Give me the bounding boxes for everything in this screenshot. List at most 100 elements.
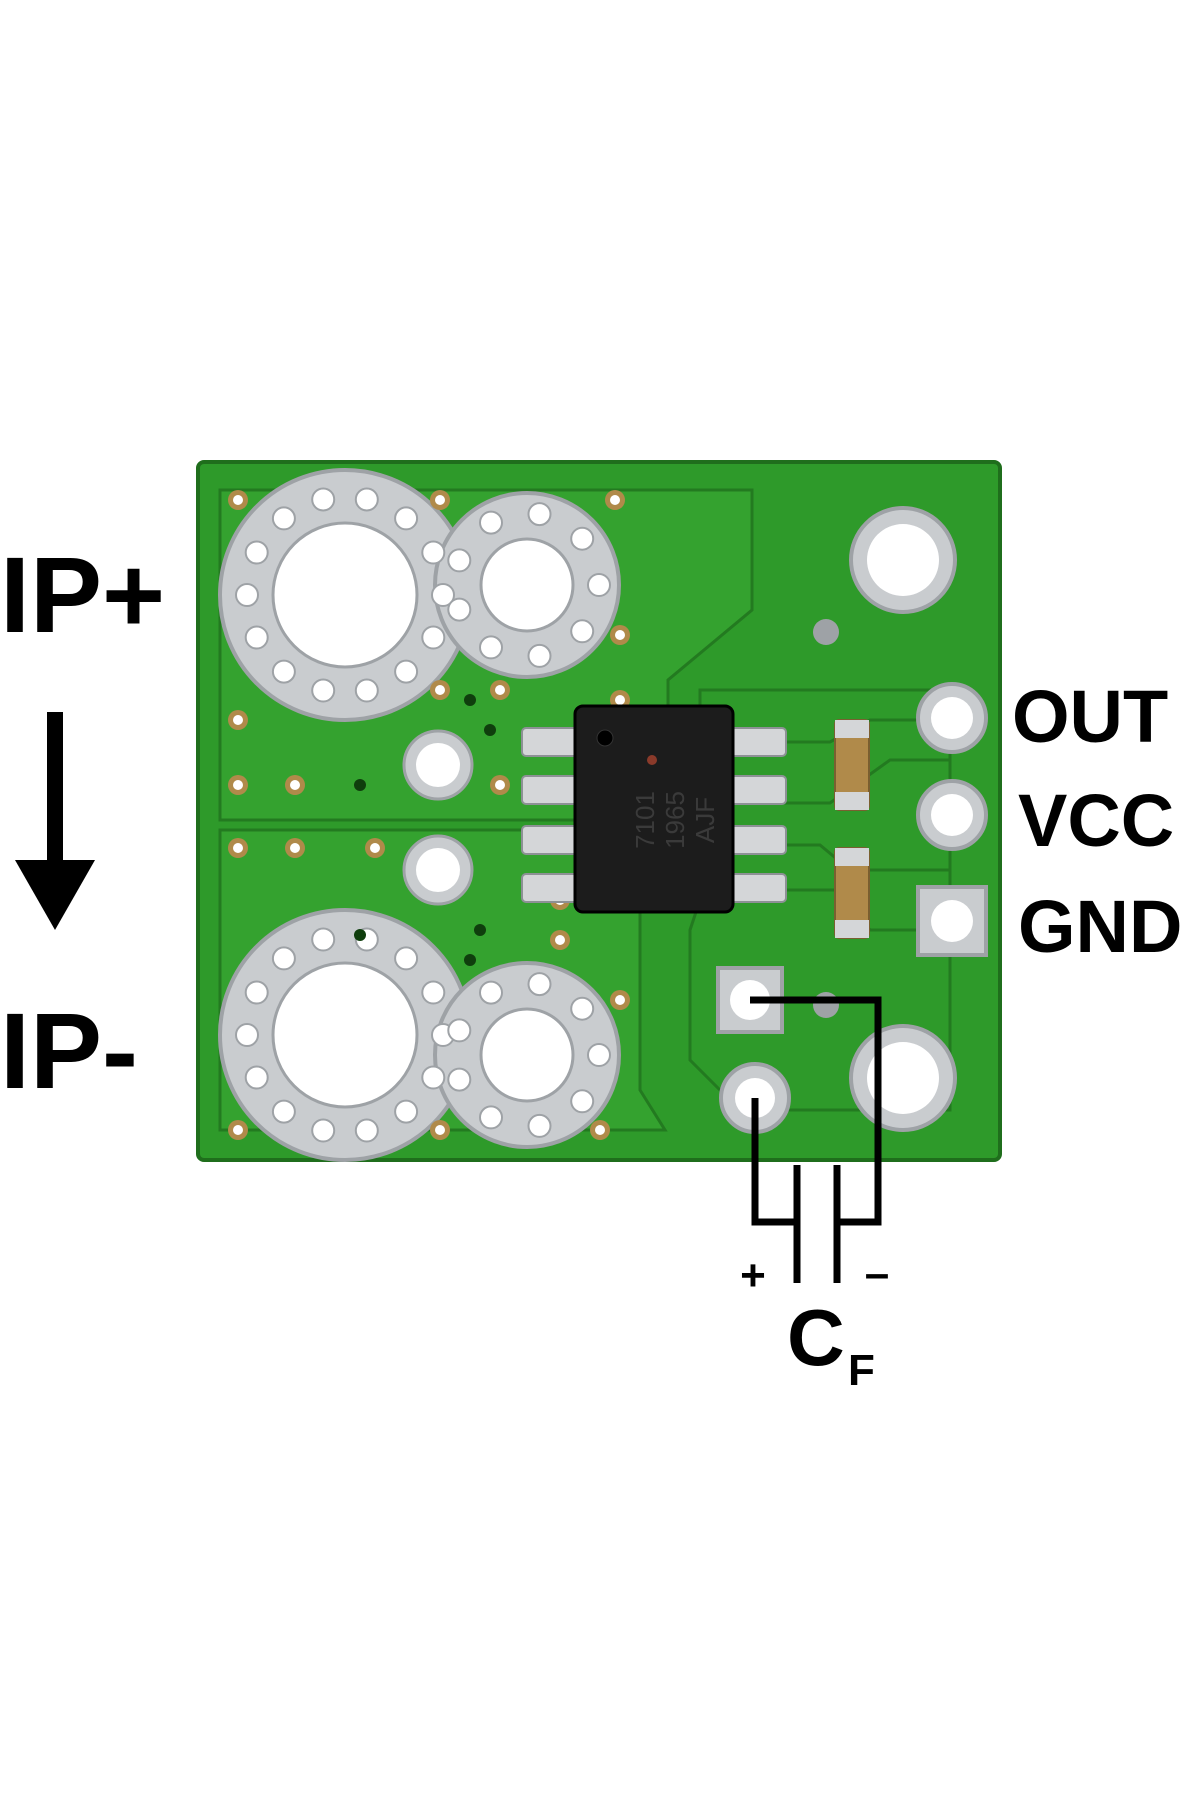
label-cap-plus: + (740, 1251, 766, 1300)
via-hole (233, 1125, 243, 1135)
stitch-hole (235, 1023, 259, 1047)
stitch-hole (447, 548, 472, 573)
via-hole (615, 630, 625, 640)
ic-pin-right (725, 873, 787, 903)
stitch-hole (311, 927, 336, 952)
ic-pin-left (521, 727, 583, 757)
via-hole (495, 685, 505, 695)
stitch-hole (587, 573, 611, 597)
stitch-hole (394, 946, 419, 971)
via-hole (555, 935, 565, 945)
stitch-hole (244, 625, 269, 650)
label-vcc: VCC (1018, 779, 1174, 862)
terminal-hole-large (271, 521, 419, 669)
stitch-hole (431, 583, 455, 607)
small-via (813, 619, 839, 645)
ic-marking-line2: 1965 (660, 791, 690, 849)
via-hole (615, 995, 625, 1005)
ic-marking-line3: AJF (690, 797, 720, 843)
label-cap-subscript: F (848, 1346, 875, 1395)
smd-capacitors (834, 719, 870, 939)
label-cap-minus: – (865, 1249, 889, 1298)
stitch-hole (271, 1099, 296, 1124)
pin-vcc-hole (931, 794, 973, 836)
via-hole (290, 843, 300, 853)
ic-pin1-dot (596, 729, 614, 747)
stitch-hole (244, 1065, 269, 1090)
ic-pin-left (521, 825, 583, 855)
label-cap-name: C (787, 1293, 845, 1382)
stitch-hole (244, 540, 269, 565)
stitch-hole (311, 678, 336, 703)
via-hole (610, 495, 620, 505)
ic-pin-left (521, 775, 583, 805)
via-hole (435, 685, 445, 695)
smd-capacitor-cap (835, 920, 869, 938)
stitch-hole (421, 540, 446, 565)
capacitor-symbol (750, 996, 882, 1283)
label-out: OUT (1012, 675, 1168, 758)
via-hole (233, 843, 243, 853)
stitch-hole (421, 625, 446, 650)
via-hole (233, 495, 243, 505)
smd-capacitor-cap (835, 720, 869, 738)
current-direction-arrow (15, 712, 95, 930)
labels: IP+ IP- OUT VCC GND + – C F (0, 534, 1182, 1395)
stitch-hole (479, 635, 503, 660)
via-dark (354, 779, 366, 791)
via-hole (595, 1125, 605, 1135)
via-hole (615, 695, 625, 705)
stitch-hole (421, 980, 446, 1005)
small-via (813, 992, 839, 1018)
via-dark (464, 954, 476, 966)
stitch-hole (479, 510, 503, 535)
stitch-hole (587, 1043, 611, 1067)
smd-capacitor-cap (835, 848, 869, 866)
stitch-hole (235, 583, 259, 607)
arrow-head (15, 860, 95, 930)
mounting-holes (813, 506, 957, 1132)
via-dark (354, 929, 366, 941)
ic-pin-left (521, 873, 583, 903)
stitch-hole (311, 487, 336, 512)
mounting-hole (867, 1042, 939, 1114)
stitch-hole (479, 980, 503, 1005)
stitch-hole (271, 946, 296, 971)
stitch-hole (394, 506, 419, 531)
via-hole (416, 743, 460, 787)
via-hole (233, 715, 243, 725)
stitch-hole (570, 619, 595, 644)
stitch-hole (447, 1067, 472, 1092)
stitch-hole (421, 1065, 446, 1090)
ic-pin-right (725, 825, 787, 855)
via-dark (464, 694, 476, 706)
via-hole (495, 780, 505, 790)
stitch-hole (527, 972, 552, 997)
mounting-hole (867, 524, 939, 596)
via-hole (435, 495, 445, 505)
label-ip-plus: IP+ (0, 534, 165, 655)
stitch-hole (271, 506, 296, 531)
stitch-hole (244, 980, 269, 1005)
via-hole (370, 843, 380, 853)
via-dark (484, 724, 496, 736)
terminal-hole-large (271, 961, 419, 1109)
stitch-hole (527, 643, 552, 668)
via-hole (290, 780, 300, 790)
ic-pin-right (725, 727, 787, 757)
pin-out-hole (931, 697, 973, 739)
stitch-hole (527, 1113, 552, 1138)
smd-capacitor-cap (835, 792, 869, 810)
stitch-hole (447, 1018, 472, 1043)
via-hole (435, 1125, 445, 1135)
header-pins (916, 682, 988, 957)
stitch-hole (527, 502, 552, 527)
stitch-hole (354, 1118, 379, 1143)
via-dark (474, 924, 486, 936)
label-gnd: GND (1018, 885, 1182, 968)
via-hole (416, 848, 460, 892)
terminal-hole-small (479, 1007, 575, 1103)
ic-pin-right (725, 775, 787, 805)
